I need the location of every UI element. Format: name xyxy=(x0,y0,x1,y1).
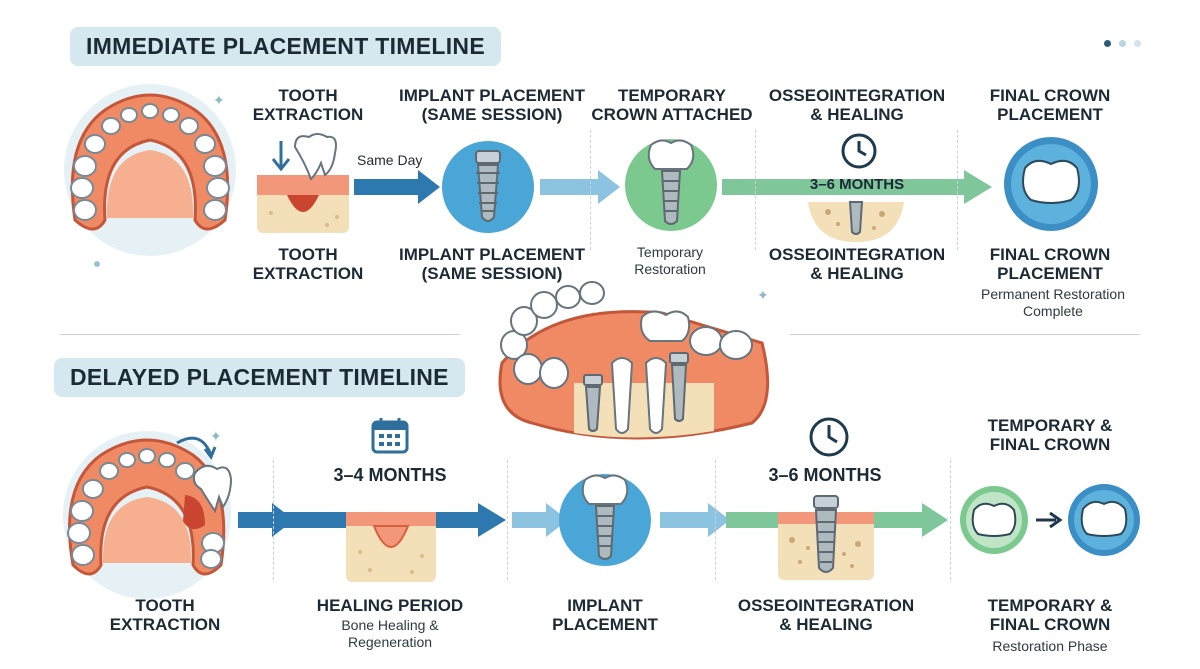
arrow-right-icon xyxy=(1036,511,1063,529)
divider xyxy=(273,460,274,580)
imm-months-label: 3–6 MONTHS xyxy=(809,176,905,193)
imm-step3-top-label: TEMPORARY CROWN ATTACHED xyxy=(591,86,753,124)
arrow-light xyxy=(540,170,620,204)
arrow-light xyxy=(660,503,730,537)
del-step4-bottom-label: OSSEOINTEGRATION & HEALING xyxy=(737,596,915,634)
imm-step4-top-label: OSSEOINTEGRATION & HEALING xyxy=(768,86,946,124)
imm-step1-bottom-label: TOOTH EXTRACTION xyxy=(252,245,364,283)
osseo-implant-icon xyxy=(778,495,874,580)
jaw-extraction-icon xyxy=(63,431,233,599)
divider xyxy=(950,460,951,580)
divider xyxy=(755,130,756,250)
calendar-icon xyxy=(371,418,409,454)
implant-crown-icon xyxy=(559,474,651,566)
immediate-title: IMMEDIATE PLACEMENT TIMELINE xyxy=(70,27,501,66)
divider xyxy=(590,130,591,250)
page-dot[interactable] xyxy=(1119,40,1126,47)
del-osseo-months: 3–6 MONTHS xyxy=(768,465,882,485)
page-dot[interactable] xyxy=(1134,40,1141,47)
del-step2-bottom-label: HEALING PERIOD xyxy=(316,596,464,615)
sparkle-icon: ✦ xyxy=(210,428,222,444)
sparkle-icon xyxy=(94,261,100,267)
imm-step5-top-label: FINAL CROWN PLACEMENT xyxy=(989,86,1111,124)
arrow-light xyxy=(512,503,568,537)
section-separator xyxy=(60,334,460,335)
divider xyxy=(957,130,958,250)
divider xyxy=(507,460,508,580)
bone-healing-icon xyxy=(808,201,904,242)
crown-icon xyxy=(1004,137,1098,231)
imm-step4-bottom-label: OSSEOINTEGRATION & HEALING xyxy=(768,245,946,283)
temporary-crown-icon xyxy=(960,486,1028,554)
del-healing-months: 3–4 MONTHS xyxy=(333,465,447,485)
del-step5-note: Restoration Phase xyxy=(992,638,1108,654)
healing-socket-icon xyxy=(346,512,436,582)
temporary-crown-icon xyxy=(625,139,717,231)
imm-step1-top-label: TOOTH EXTRACTION xyxy=(252,86,364,124)
imm-step3-note: Temporary Restoration xyxy=(634,244,706,277)
del-step5-bottom-label: TEMPORARY & FINAL CROWN xyxy=(987,596,1113,634)
del-step2-note: Bone Healing & Regeneration xyxy=(341,617,439,650)
sparkle-icon: ✦ xyxy=(213,92,225,108)
implant-icon xyxy=(442,141,534,233)
sparkle-icon: ✦ xyxy=(757,287,769,303)
clock-icon xyxy=(809,417,849,457)
page-dot-active[interactable] xyxy=(1104,40,1111,47)
del-step5-top-label: TEMPORARY & FINAL CROWN xyxy=(987,416,1113,454)
delayed-title: DELAYED PLACEMENT TIMELINE xyxy=(54,358,465,397)
section-separator xyxy=(790,334,1140,335)
arrow-green xyxy=(722,170,992,204)
lower-jaw-implants-icon xyxy=(498,281,770,440)
imm-step2-bottom-label: IMPLANT PLACEMENT (SAME SESSION) xyxy=(398,245,586,283)
del-step3-bottom-label: IMPLANT PLACEMENT xyxy=(552,596,658,634)
clock-icon xyxy=(841,133,877,169)
extraction-icon xyxy=(257,133,349,233)
same-day-label: Same Day xyxy=(357,152,423,168)
imm-step2-top-label: IMPLANT PLACEMENT (SAME SESSION) xyxy=(398,86,586,124)
final-crown-icon xyxy=(1068,484,1140,556)
arrow-dark xyxy=(238,503,294,537)
imm-step5-bottom-label: FINAL CROWN PLACEMENT xyxy=(989,245,1111,283)
divider xyxy=(715,460,716,580)
arrow-same-day xyxy=(354,170,440,204)
del-step1-bottom-label: TOOTH EXTRACTION xyxy=(109,596,221,634)
jaw-icon xyxy=(64,84,236,256)
imm-step5-note: Permanent Restoration Complete xyxy=(981,286,1125,319)
